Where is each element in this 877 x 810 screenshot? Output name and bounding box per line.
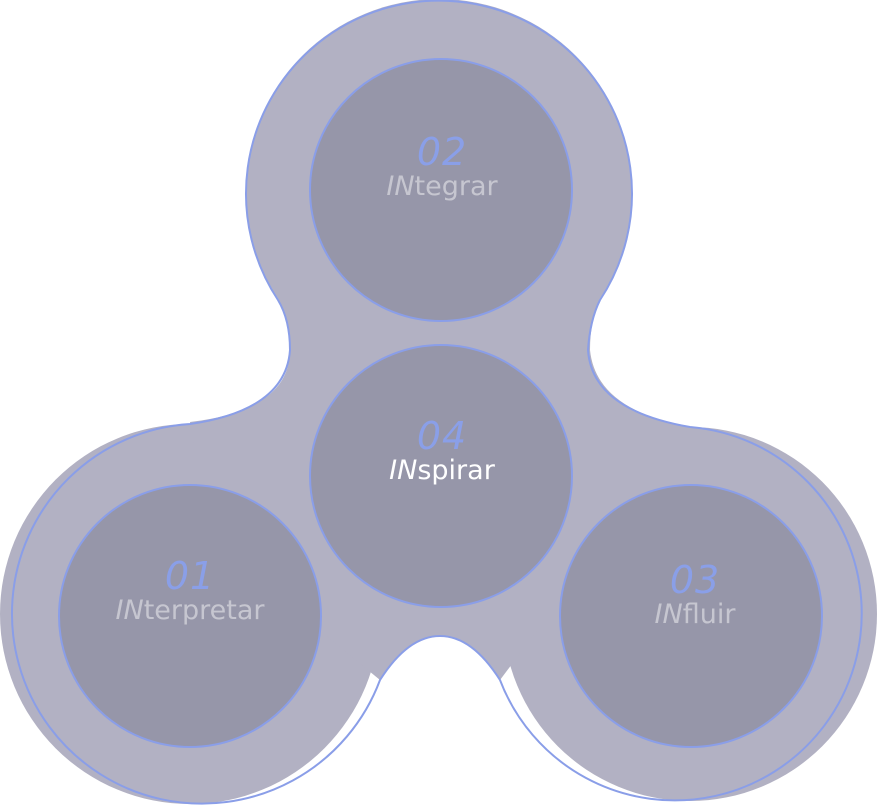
inner-circle-integrar[interactable] xyxy=(309,58,573,322)
node-interpretar: 01 INterpretar xyxy=(70,556,310,626)
outer-spinner-outline xyxy=(11,0,863,805)
node-title: INfluir xyxy=(654,599,736,630)
node-inspirar: 04 INspirar xyxy=(322,416,562,486)
node-integrar: 02 INtegrar xyxy=(322,132,562,202)
node-number: 01 xyxy=(164,554,216,598)
inner-circle-interpretar[interactable] xyxy=(58,484,322,748)
node-number: 04 xyxy=(416,414,468,458)
node-influir: 03 INfluir xyxy=(575,560,815,630)
node-title: INspirar xyxy=(389,455,495,486)
inner-circle-inspirar[interactable] xyxy=(309,344,573,608)
node-title: INterpretar xyxy=(115,595,265,626)
node-number: 03 xyxy=(669,558,721,602)
inner-circle-influir[interactable] xyxy=(559,484,823,748)
node-number: 02 xyxy=(416,130,468,174)
node-title: INtegrar xyxy=(386,171,498,202)
